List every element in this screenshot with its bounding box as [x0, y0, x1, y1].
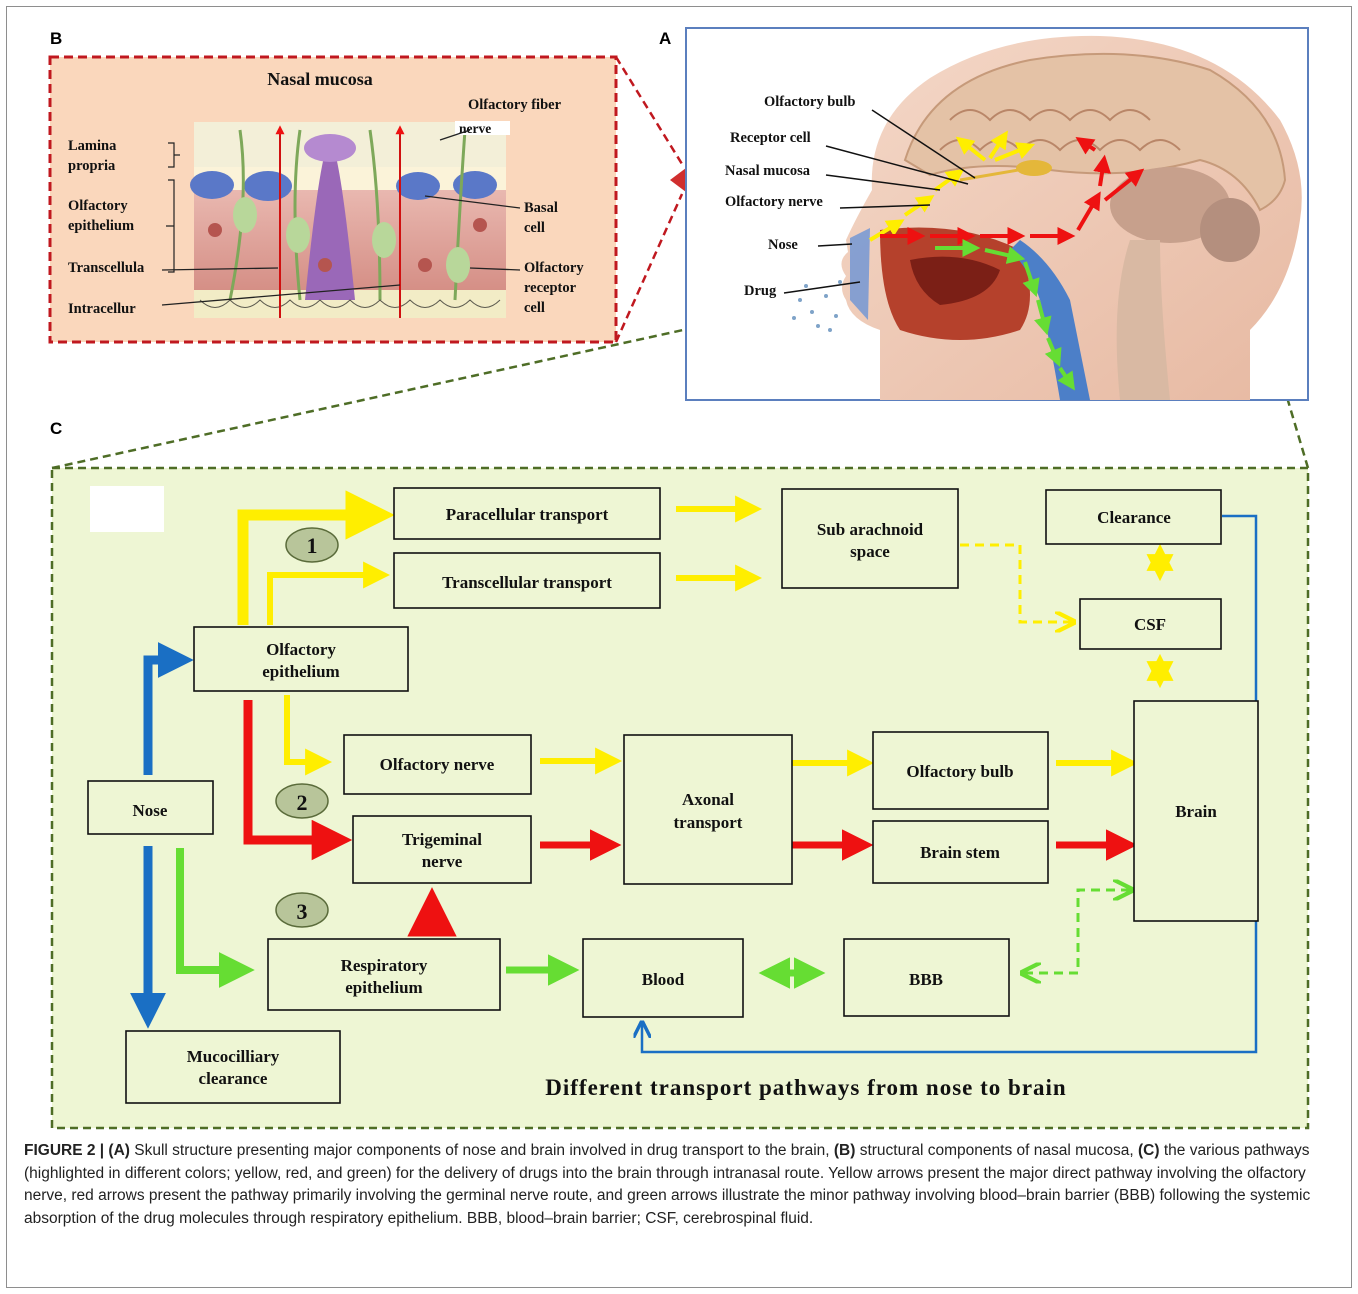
box-olfactory-bulb: [872, 731, 1049, 810]
box-trigeminal-nerve: [352, 815, 532, 884]
panel-letter-b: B: [50, 29, 62, 48]
label-transcellula: Transcellula: [68, 260, 145, 276]
flow-footer-title: Different transport pathways from nose t…: [545, 1075, 1066, 1100]
box-clearance: [1045, 489, 1222, 545]
nasal-mucosa-panel: Nasal mucosa Lamina: [48, 55, 618, 344]
figure-frame: [6, 6, 1352, 1288]
text-trigeminal-1: Trigeminal: [402, 830, 482, 849]
box-blood: [582, 938, 744, 1018]
box-transcellular: [393, 552, 661, 609]
caption-label-b: (B): [833, 1142, 856, 1159]
text-respiratory-1: Respiratory: [341, 956, 428, 975]
text-bbb: BBB: [909, 970, 943, 989]
text-csf: CSF: [1134, 615, 1166, 634]
text-olfactory-epithelium-2: epithelium: [262, 662, 339, 681]
box-bbb: [843, 938, 1010, 1017]
flow-boxes: [87, 487, 1259, 1104]
mucosa-tissue-illustration: [190, 122, 506, 318]
head-label-olfactory-bulb: Olfactory bulb: [764, 94, 855, 110]
text-blood: Blood: [642, 970, 685, 989]
text-axonal-1: Axonal: [682, 790, 734, 809]
label-basal: Basal: [524, 200, 558, 216]
text-mucociliary-2: clearance: [199, 1069, 268, 1088]
text-mucociliary-1: Mucocilliary: [187, 1047, 280, 1066]
text-nose: Nose: [133, 801, 168, 820]
nasal-mucosa-title: Nasal mucosa: [267, 69, 373, 89]
text-subarachnoid-1: Sub arachnoid: [817, 520, 924, 539]
label-cell-2: cell: [524, 300, 545, 316]
label-epithelium: epithelium: [68, 218, 134, 234]
text-subarachnoid-2: space: [850, 542, 890, 561]
label-cell: cell: [524, 220, 545, 236]
caption-part-b: structural components of nasal mucosa,: [855, 1142, 1138, 1159]
caption-figure-label: FIGURE 2 | (A): [24, 1142, 130, 1159]
box-paracellular: [393, 487, 661, 540]
head-label-drug: Drug: [744, 283, 777, 299]
caption-part-a: Skull structure presenting major compone…: [129, 1142, 834, 1159]
panel-letter-a: A: [659, 29, 671, 48]
box-brain-stem: [872, 820, 1049, 884]
pathway-marker-3: 3: [275, 892, 329, 928]
box-mucociliary-clearance: [125, 1030, 341, 1104]
box-subarachnoid: [781, 488, 959, 589]
head-label-receptor-cell: Receptor cell: [730, 130, 811, 146]
box-respiratory-epithelium: [267, 938, 501, 1011]
head-label-leaders: [783, 109, 976, 294]
pathway-marker-3-text: 3: [297, 899, 308, 924]
label-intracellur: Intracellur: [68, 301, 136, 317]
text-olfactory-nerve: Olfactory nerve: [380, 755, 495, 774]
pathway-marker-1: 1: [285, 527, 339, 563]
head-label-nose: Nose: [768, 237, 798, 253]
label-olfactory: Olfactory: [68, 198, 128, 214]
box-csf: [1079, 598, 1222, 650]
pathway-marker-2-text: 2: [297, 790, 308, 815]
label-olfactory-2: Olfactory: [524, 260, 584, 276]
caption-part-c: the various pathways (highlighted in dif…: [24, 1142, 1311, 1227]
head-illustration-panel: Olfactory bulb Receptor cell Nasal mucos…: [685, 27, 1309, 401]
box-olfactory-epithelium: [193, 626, 409, 692]
flow-box-labels: Paracellular transport Transcellular tra…: [133, 505, 1218, 1088]
box-nose: [87, 780, 214, 835]
head-label-olfactory-nerve: Olfactory nerve: [725, 194, 823, 210]
label-receptor: receptor: [524, 280, 577, 296]
text-olfactory-bulb: Olfactory bulb: [906, 762, 1013, 781]
label-olfactory-fiber: Olfactory fiber: [468, 97, 562, 113]
box-axonal-transport: [623, 734, 793, 885]
text-transcellular: Transcellular transport: [442, 573, 612, 592]
box-olfactory-nerve: [343, 734, 532, 795]
box-brain: [1133, 700, 1259, 922]
flow-arrows: [130, 490, 1258, 1054]
text-trigeminal-2: nerve: [422, 852, 463, 871]
figure-caption: FIGURE 2 | (A) Skull structure presentin…: [24, 1140, 1340, 1230]
figure-canvas: B A C Nasal mucosa: [48, 27, 1310, 1130]
pathway-marker-1-text: 1: [307, 533, 318, 558]
text-brain: Brain: [1175, 802, 1217, 821]
caption-label-c: (C): [1138, 1142, 1160, 1159]
pathway-flow-panel: 1 2 3: [50, 466, 1310, 1130]
text-clearance: Clearance: [1097, 508, 1171, 527]
panel-letter-c: C: [50, 419, 62, 438]
pathway-marker-2: 2: [275, 783, 329, 819]
text-paracellular: Paracellular transport: [446, 505, 609, 524]
label-lamina: Lamina: [68, 138, 117, 154]
text-brain-stem: Brain stem: [920, 843, 1000, 862]
label-nerve: nerve: [459, 121, 491, 136]
text-axonal-2: transport: [674, 813, 743, 832]
text-respiratory-2: epithelium: [345, 978, 422, 997]
text-olfactory-epithelium-1: Olfactory: [266, 640, 336, 659]
label-propria: propria: [68, 158, 116, 174]
head-pathway-arrows: [868, 130, 1145, 391]
head-label-nasal-mucosa: Nasal mucosa: [725, 163, 811, 179]
